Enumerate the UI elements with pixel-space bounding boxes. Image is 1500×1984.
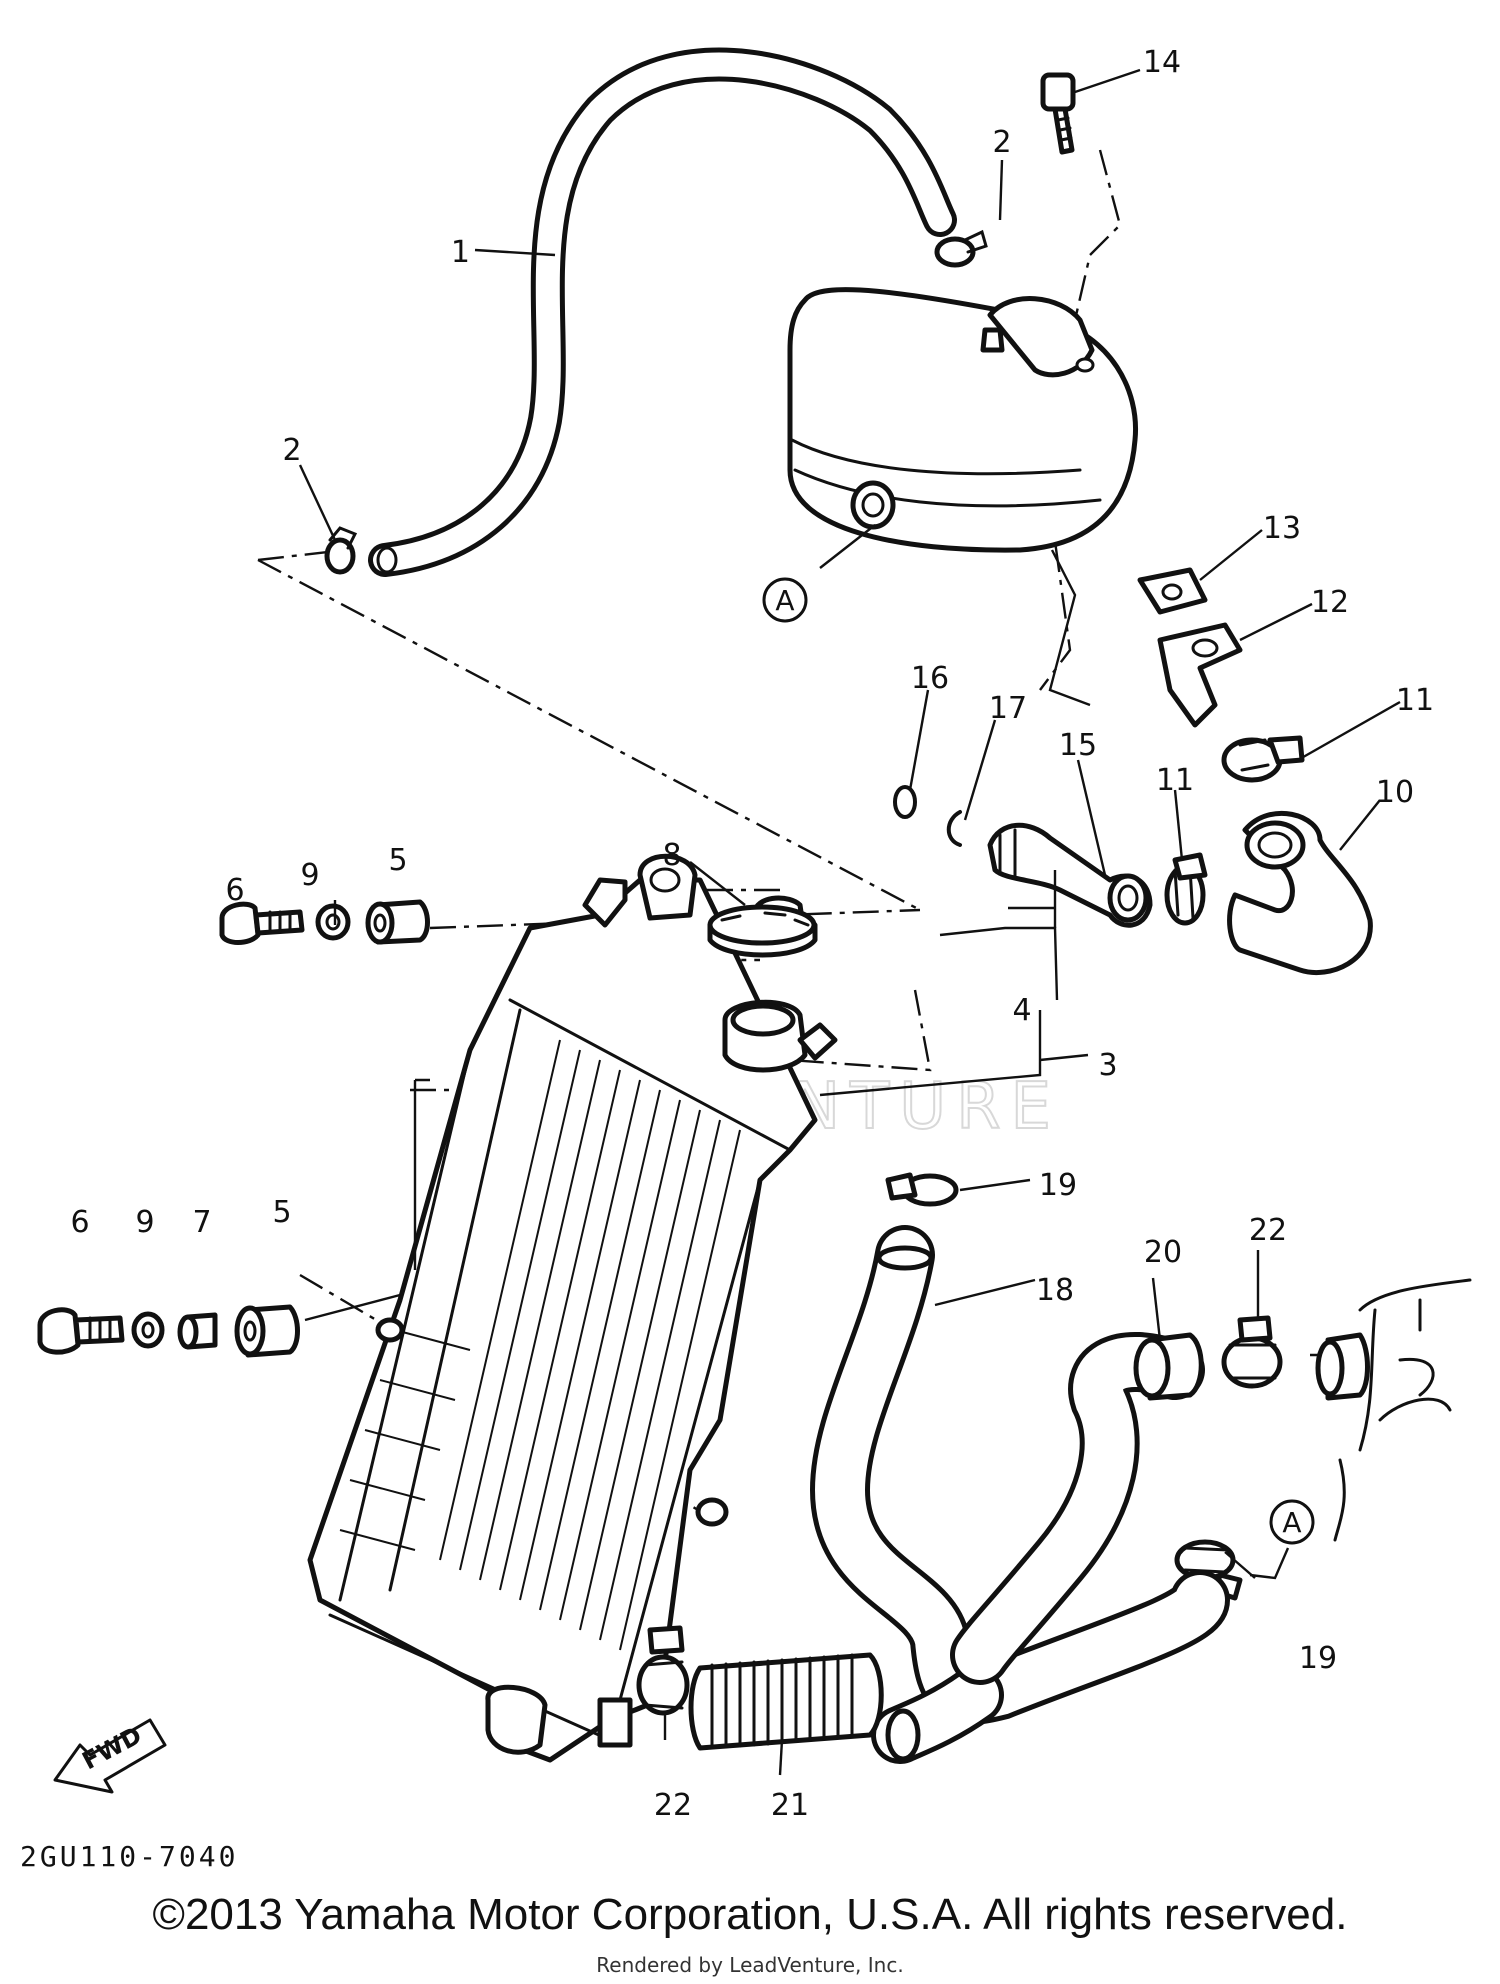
callout-3: 3 [1098, 1048, 1117, 1083]
elbow-hose-10 [1227, 810, 1373, 976]
bolt-6-upper [219, 901, 305, 945]
radiator-cap-4 [707, 904, 818, 958]
breather-hose [368, 47, 957, 577]
callout-6-upper: 6 [225, 873, 244, 908]
callout-numbers: 1 2 2 3 4 5 5 6 6 7 8 9 9 10 11 11 12 13… [70, 45, 1434, 1823]
hose-clamp-22-lower [636, 1625, 690, 1716]
joint-12 [1157, 622, 1243, 728]
callout-15: 15 [1059, 728, 1097, 763]
hose-clamp-lower [324, 526, 358, 575]
hose-clamp-22-right [1221, 1315, 1283, 1389]
hose-clamp-upper [934, 229, 988, 268]
grommet-5-lower [234, 1304, 300, 1358]
callout-16: 16 [911, 661, 949, 696]
callout-14: 14 [1143, 45, 1181, 80]
diagram-code: 2GU110-7040 [20, 1840, 239, 1873]
callout-12: 12 [1311, 585, 1349, 620]
washer-9-lower [131, 1311, 165, 1349]
gasket-13 [1137, 567, 1208, 615]
callout-4: 4 [1012, 993, 1031, 1028]
radiator-hose-18 [809, 1225, 1230, 1764]
callout-9-upper: 9 [300, 858, 319, 893]
callout-11-lower: 11 [1156, 763, 1194, 798]
rendered-by-credit: Rendered by LeadVenture, Inc. [596, 1953, 904, 1977]
callout-9-lower: 9 [135, 1205, 154, 1240]
hose-clamp-11-lower [1164, 852, 1208, 926]
callout-22-lower: 22 [654, 1788, 692, 1823]
callout-22-right: 22 [1249, 1213, 1287, 1248]
reservoir-tank [787, 287, 1139, 553]
collar-7 [177, 1312, 218, 1350]
engine-outlet [1315, 1278, 1472, 1542]
clip-17 [946, 810, 962, 847]
callout-2-lower: 2 [282, 433, 301, 468]
grommet-5-upper [365, 899, 430, 945]
callout-6-lower: 6 [70, 1205, 89, 1240]
hose-clamp-19-upper [885, 1172, 959, 1207]
callout-7: 7 [192, 1205, 211, 1240]
callout-5-upper: 5 [388, 843, 407, 878]
callout-5-lower: 5 [272, 1195, 291, 1230]
washer-9-upper [315, 903, 351, 941]
callout-11-upper: 11 [1396, 683, 1434, 718]
o-ring-16 [893, 785, 917, 819]
bolt-14 [1040, 72, 1076, 155]
radiator [307, 853, 838, 1763]
callout-17: 17 [989, 691, 1027, 726]
corrugated-hose-21 [688, 1652, 884, 1751]
callout-1: 1 [451, 235, 470, 270]
forward-arrow: FWD [53, 1718, 167, 1794]
bolt-6-lower [37, 1307, 125, 1355]
copyright-notice: ©2013 Yamaha Motor Corporation, U.S.A. A… [152, 1890, 1348, 1939]
callout-13: 13 [1263, 511, 1301, 546]
hose-clamp-11-upper [1221, 735, 1305, 783]
reference-mark-a-upper-label: A [775, 584, 794, 617]
radiator-hose-20 [950, 1332, 1205, 1685]
callout-20: 20 [1144, 1235, 1182, 1270]
reference-mark-a-lower-label: A [1282, 1506, 1301, 1539]
pipe-15 [987, 822, 1153, 928]
callout-19-lower: 19 [1299, 1641, 1337, 1676]
callout-18: 18 [1036, 1273, 1074, 1308]
reference-mark-a-lower: A [1269, 1499, 1315, 1545]
reference-mark-a-upper: A [762, 577, 808, 623]
leader-lines [298, 68, 1401, 1776]
callout-19-upper: 19 [1039, 1168, 1077, 1203]
callout-21: 21 [771, 1788, 809, 1823]
callout-10: 10 [1376, 775, 1414, 810]
callout-2-upper: 2 [992, 125, 1011, 160]
callout-8: 8 [662, 838, 681, 873]
